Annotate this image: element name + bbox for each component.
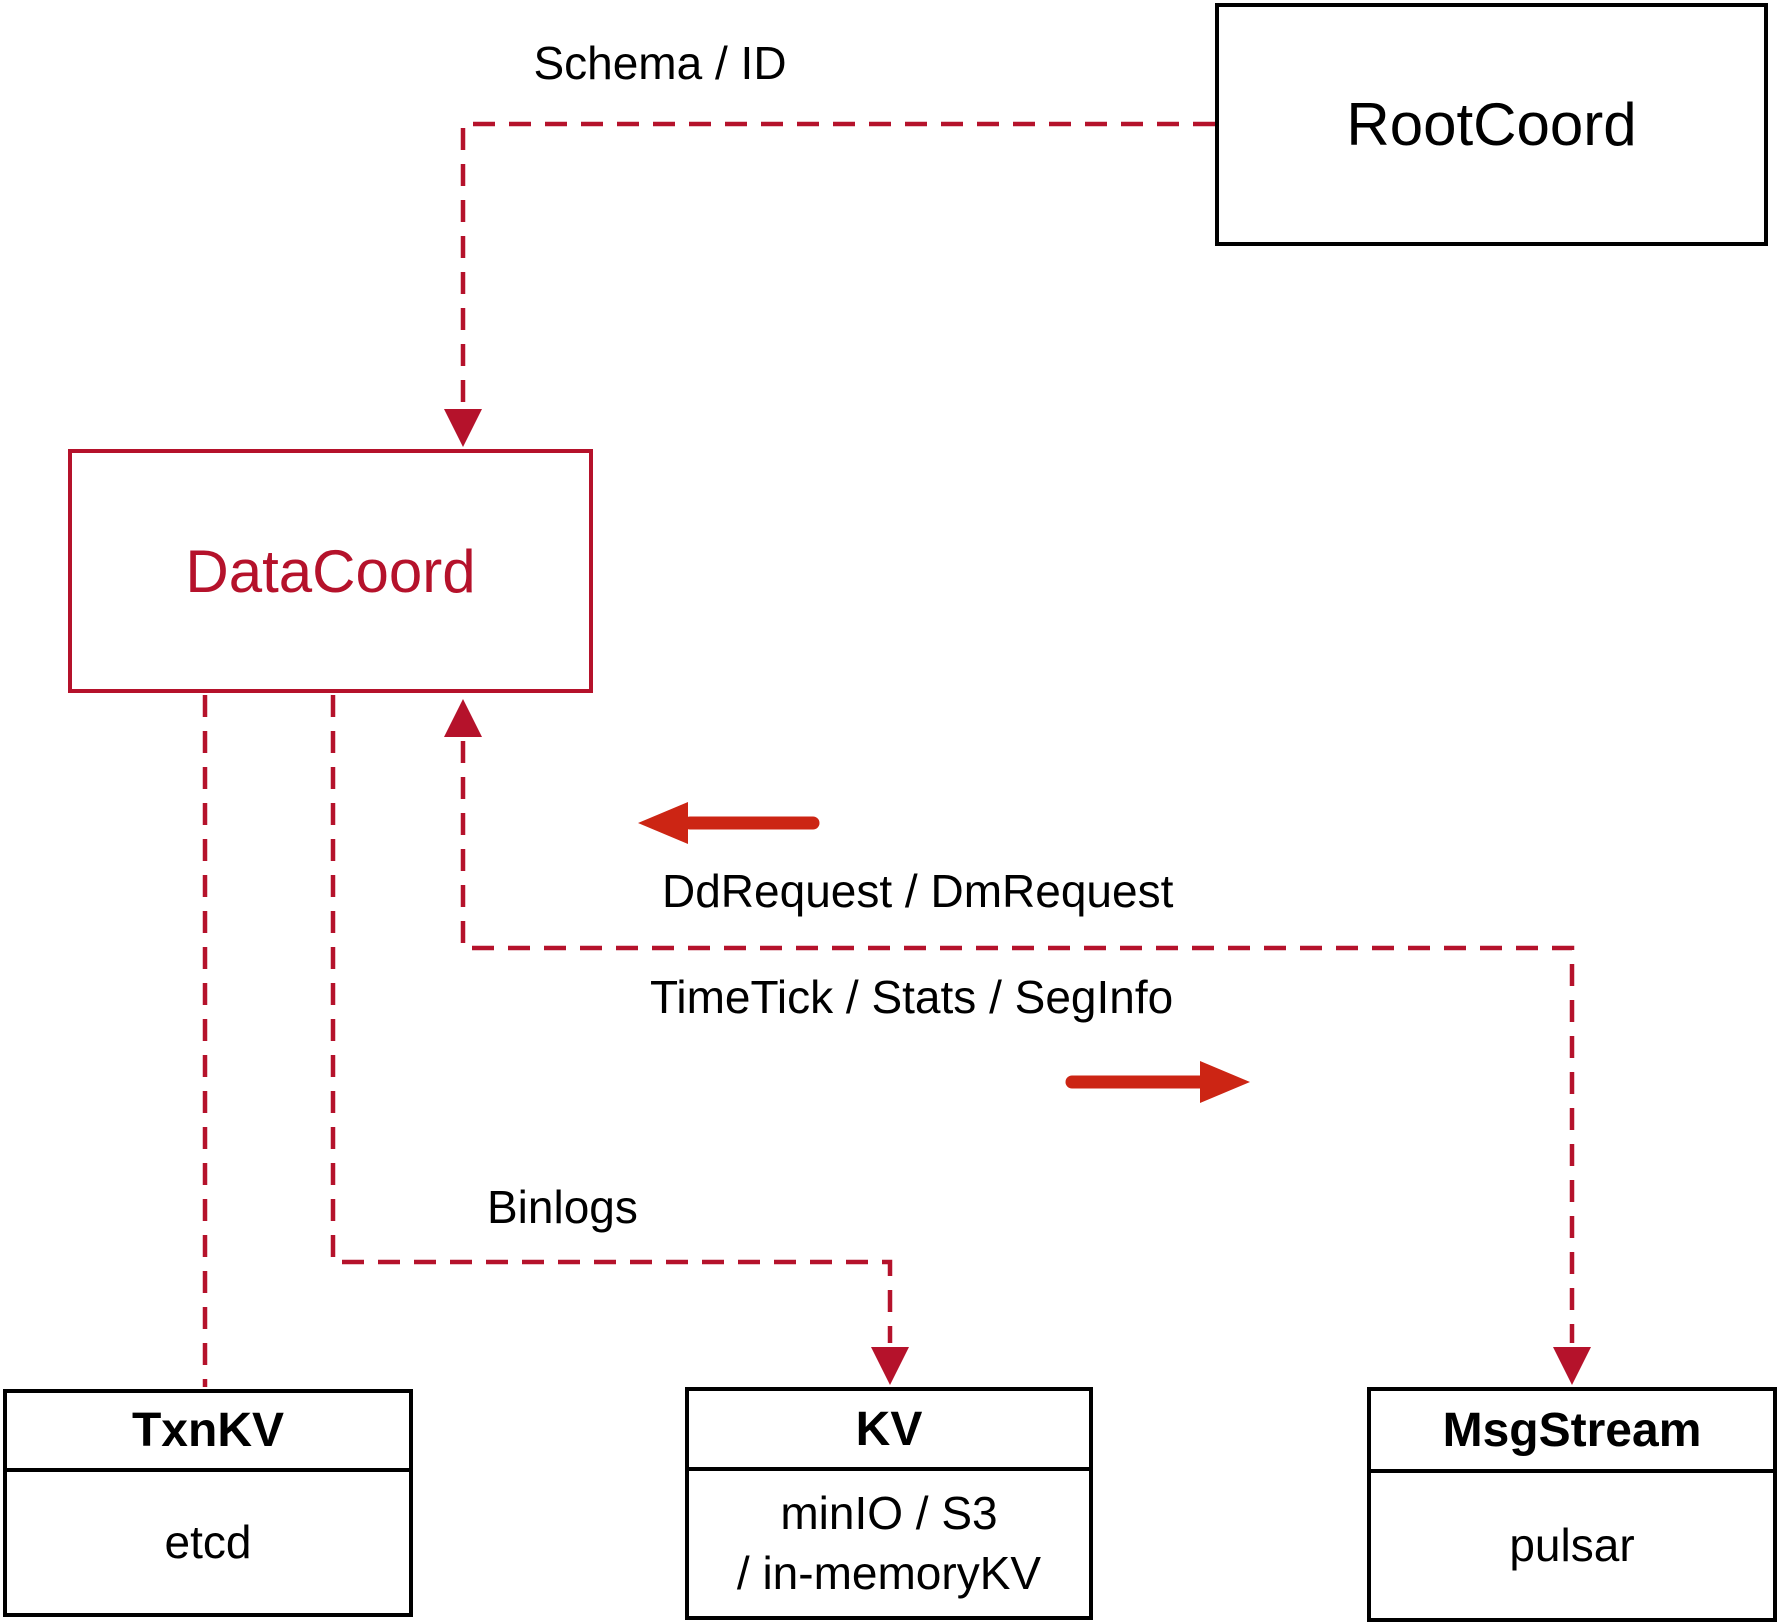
edge-requests-line bbox=[460, 741, 1575, 1343]
edge-label-ddrequest-dmrequest: DdRequest / DmRequest bbox=[662, 865, 1174, 917]
edge-requests-trunk bbox=[444, 699, 1591, 1385]
datacoord-label: DataCoord bbox=[185, 537, 476, 605]
edge-schema-id-line bbox=[460, 121, 1215, 405]
edge-label-schema-id: Schema / ID bbox=[533, 37, 787, 89]
node-kv: KV minIO / S3 / in-memoryKV bbox=[685, 1387, 1093, 1620]
edge-label-timetick-stats-seginfo: TimeTick / Stats / SegInfo bbox=[650, 971, 1174, 1023]
arrowhead-into-msgstream-icon bbox=[1553, 1347, 1591, 1385]
rootcoord-label: RootCoord bbox=[1346, 91, 1637, 158]
left-arrowhead-icon bbox=[638, 802, 688, 844]
edge-binlogs-line bbox=[330, 695, 893, 1343]
arrowhead-into-datacoord-bottom-icon bbox=[444, 699, 482, 737]
msgstream-subtitle: pulsar bbox=[1509, 1518, 1635, 1571]
kv-subtitle: minIO / S3 / in-memoryKV bbox=[689, 1471, 1089, 1616]
kv-subtitle-line1: minIO / S3 bbox=[780, 1486, 998, 1539]
edge-binlogs bbox=[330, 695, 909, 1385]
txnkv-subtitle: etcd bbox=[164, 1515, 252, 1568]
node-txnkv: TxnKV etcd bbox=[3, 1389, 413, 1617]
arrowhead-into-datacoord-top-icon bbox=[444, 409, 482, 447]
msgstream-title: MsgStream bbox=[1371, 1391, 1773, 1473]
right-arrowhead-icon bbox=[1200, 1061, 1250, 1103]
txnkv-title: TxnKV bbox=[7, 1393, 409, 1472]
arrowhead-into-kv-icon bbox=[871, 1347, 909, 1385]
right-direction-arrow-icon bbox=[1065, 1061, 1250, 1103]
node-datacoord: DataCoord bbox=[68, 449, 593, 693]
kv-subtitle-line2: / in-memoryKV bbox=[736, 1546, 1042, 1599]
node-msgstream: MsgStream pulsar bbox=[1367, 1387, 1777, 1622]
edge-label-binlogs: Binlogs bbox=[487, 1181, 638, 1233]
kv-title: KV bbox=[689, 1391, 1089, 1471]
node-rootcoord: RootCoord bbox=[1215, 3, 1768, 246]
left-direction-arrow-icon bbox=[638, 802, 820, 844]
edge-schema-id bbox=[444, 121, 1215, 447]
